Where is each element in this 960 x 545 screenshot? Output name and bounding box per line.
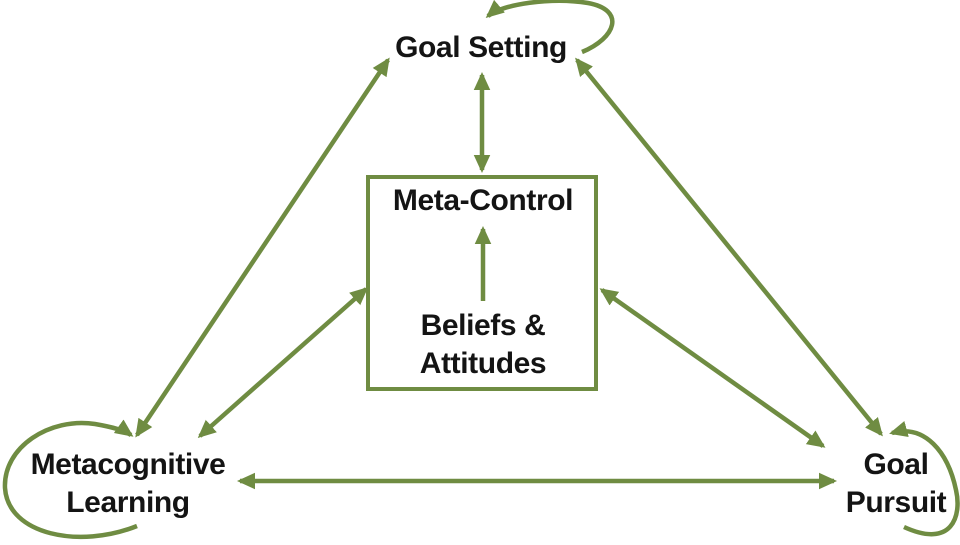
- node-goal-pursuit-label-line2: Pursuit: [845, 486, 947, 519]
- edge-meta-control-goal-pursuit-arrow: [599, 288, 826, 448]
- node-goal-pursuit: Goal Pursuit: [846, 446, 947, 522]
- node-goal-setting: Goal Setting: [395, 29, 567, 67]
- edge-goal-setting-goal-pursuit-arrow: [575, 57, 883, 437]
- node-beliefs-attitudes-label-line2: Attitudes: [419, 347, 547, 380]
- edge-metacognitive-learning-self-loop-arrow: [2, 419, 138, 539]
- node-goal-setting-label: Goal Setting: [395, 31, 567, 64]
- node-meta-control-label: Meta-Control: [392, 184, 574, 217]
- edge-metacognitive-meta-control-arrow: [197, 286, 369, 439]
- node-metacognitive-learning: Metacognitive Learning: [31, 446, 226, 522]
- node-metacognitive-learning-label-line2: Learning: [66, 486, 190, 519]
- node-beliefs-attitudes-label-line1: Beliefs &: [420, 309, 546, 342]
- node-metacognitive-learning-label-line1: Metacognitive: [30, 448, 226, 481]
- edge-goal-pursuit-self-loop-arrow: [889, 421, 960, 537]
- node-meta-control: Meta-Control: [392, 182, 574, 220]
- edge-goal-setting-self-loop-arrow: [485, 0, 615, 55]
- meta-control-box: [366, 175, 598, 391]
- node-goal-pursuit-label-line1: Goal: [863, 448, 929, 481]
- edge-metacognitive-goal-setting-arrow: [135, 57, 390, 438]
- node-beliefs-attitudes: Beliefs & Attitudes: [419, 307, 547, 383]
